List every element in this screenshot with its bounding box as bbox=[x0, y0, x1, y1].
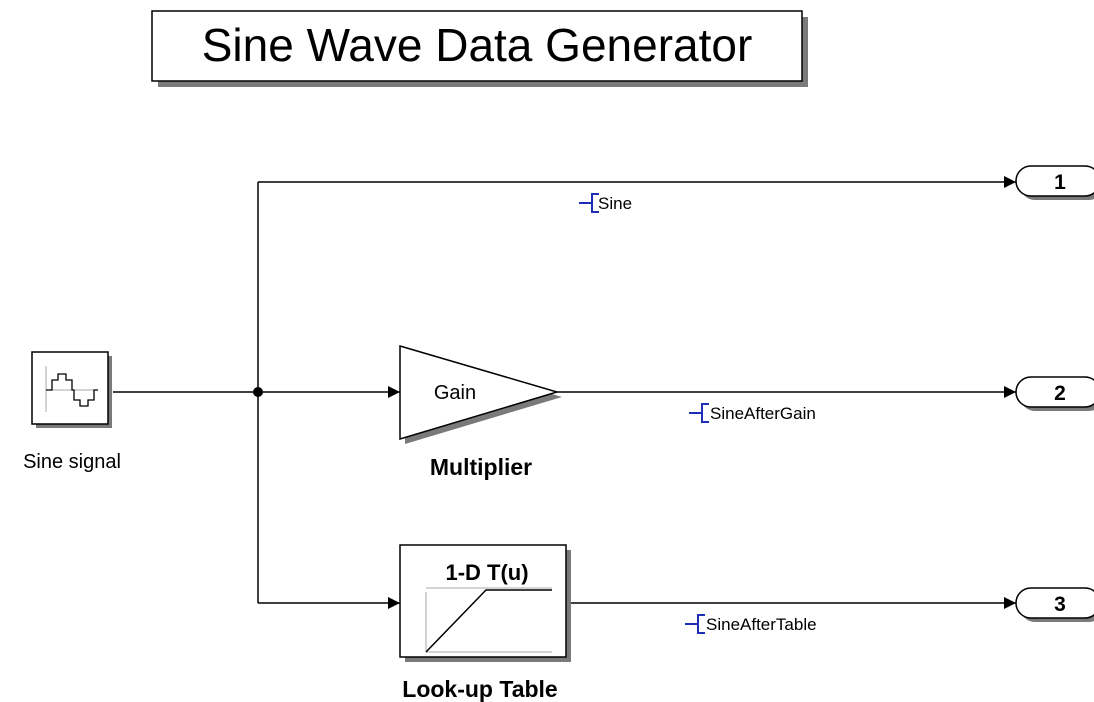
signal-name: Sine bbox=[598, 194, 632, 213]
signal-lines bbox=[113, 176, 1016, 609]
signal-label-sine[interactable]: Sine bbox=[579, 193, 632, 213]
gain-block-label: Multiplier bbox=[430, 454, 532, 480]
outport-number: 1 bbox=[1054, 171, 1066, 194]
gain-block[interactable]: Gain Multiplier bbox=[399, 344, 562, 480]
lookup-block-label: Look-up Table bbox=[402, 676, 557, 702]
gain-inner-label: Gain bbox=[434, 382, 476, 404]
log-signal-icon bbox=[689, 403, 709, 423]
sine-step-icon bbox=[45, 366, 98, 412]
lookup-curve-icon bbox=[425, 587, 552, 653]
branch-point bbox=[253, 387, 263, 397]
model-title-annotation[interactable]: Sine Wave Data Generator bbox=[151, 10, 808, 87]
signal-name: SineAfterTable bbox=[706, 615, 817, 634]
outport-3[interactable]: 3 bbox=[1015, 587, 1094, 622]
lookup-inner-label: 1-D T(u) bbox=[445, 560, 528, 585]
model-title: Sine Wave Data Generator bbox=[202, 19, 753, 71]
log-signal-icon bbox=[685, 614, 705, 634]
outport-number: 3 bbox=[1054, 593, 1066, 616]
signal-name: SineAfterGain bbox=[710, 404, 816, 423]
signal-label-sineaftertable[interactable]: SineAfterTable bbox=[685, 614, 817, 634]
outport-number: 2 bbox=[1054, 382, 1066, 405]
sine-signal-label: Sine signal bbox=[23, 451, 121, 473]
sine-signal-block[interactable]: Sine signal bbox=[23, 351, 121, 473]
log-signal-icon bbox=[579, 193, 599, 213]
lookup-table-block[interactable]: 1-D T(u) Look-up Table bbox=[399, 544, 571, 702]
signal-label-sineaftergain[interactable]: SineAfterGain bbox=[689, 403, 816, 423]
outport-1[interactable]: 1 bbox=[1015, 165, 1094, 200]
outport-2[interactable]: 2 bbox=[1015, 376, 1094, 411]
